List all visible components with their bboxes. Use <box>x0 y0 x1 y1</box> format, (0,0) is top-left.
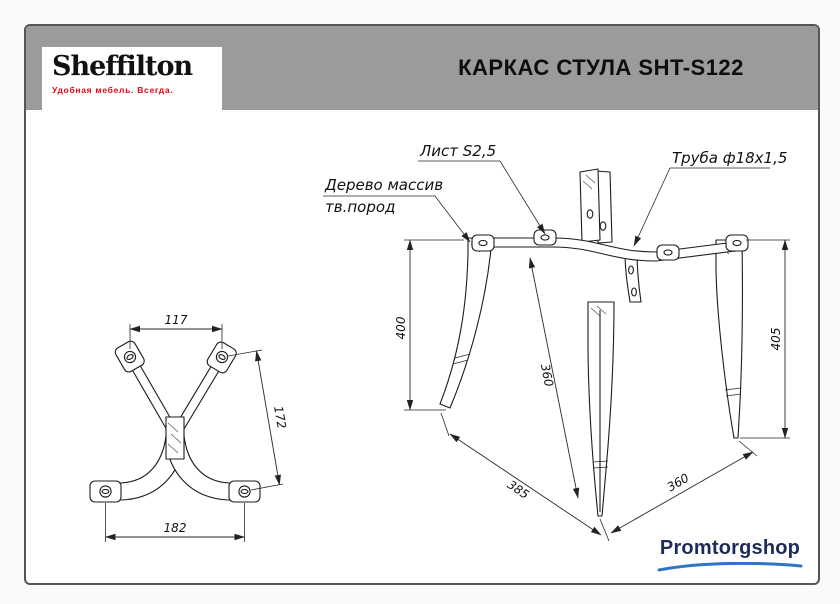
page-border-frame: Sheffilton Удобная мебель. Всегда. КАРКА… <box>24 24 820 585</box>
top-view: 117 172 182 <box>89 313 289 542</box>
dim-base-right: 360 <box>665 471 692 495</box>
left-leg <box>439 237 493 409</box>
promtorgshop-text: Promtorgshop <box>659 537 801 559</box>
promtorgshop-swoosh-icon <box>657 561 803 572</box>
annotation-wood-line1: Дерево массив <box>324 176 443 194</box>
annotation-tube: Труба ф18х1,5 <box>672 149 787 167</box>
dim-height-left: 400 <box>394 316 408 339</box>
dim-diagonal: 172 <box>271 405 289 430</box>
brand-name: Sheffilton <box>52 51 193 82</box>
dim-top-width: 117 <box>165 313 188 327</box>
page-title: КАРКАС СТУЛА SHT-S122 <box>458 55 744 80</box>
header-bar: Sheffilton Удобная мебель. Всегда. КАРКА… <box>26 26 818 115</box>
right-leg <box>715 239 743 439</box>
promtorgshop-logo[interactable]: Promtorgshop <box>654 537 806 577</box>
center-leg <box>587 301 615 517</box>
brand-tagline: Удобная мебель. Всегда. <box>52 85 174 95</box>
sheffilton-logo: Sheffilton Удобная мебель. Всегда. <box>42 47 222 115</box>
dim-center: 360 <box>538 363 556 389</box>
dim-height-right: 405 <box>769 328 783 351</box>
annotation-sheet: Лист S2,5 <box>419 142 496 160</box>
front-view: 400 360 405 385 360 Лист S2,5 Труба ф18х… <box>323 142 790 542</box>
dim-bottom-width: 182 <box>164 521 187 535</box>
dim-base-left: 385 <box>505 477 532 501</box>
annotation-wood-line2: тв.пород <box>325 198 395 216</box>
